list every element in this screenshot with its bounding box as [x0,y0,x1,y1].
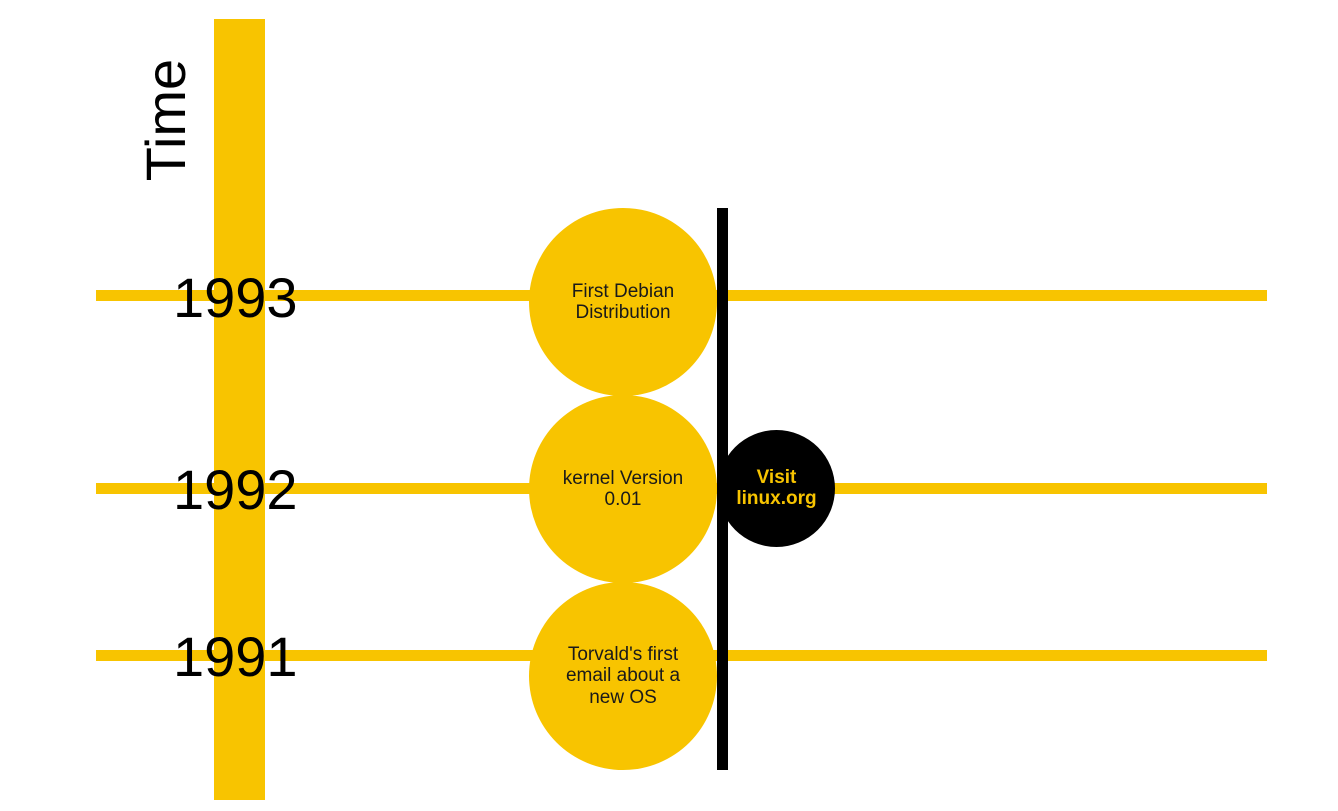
event-text-1991: Torvald's first email about a new OS [565,643,681,708]
event-circle-1991: Torvald's first email about a new OS [529,582,717,770]
event-circle-1992: kernel Version 0.01 [529,395,717,583]
time-axis-label: Time [134,58,197,182]
event-circle-1993: First Debian Distribution [529,208,717,396]
time-axis-bar [214,19,265,800]
visit-linux-org-link[interactable]: Visit linux.org [718,430,835,547]
visit-link-line2: linux.org [736,487,817,509]
visit-link-text: Visit linux.org [736,466,817,510]
year-label-1991: 1991 [173,625,298,688]
year-label-1992: 1992 [173,458,298,521]
year-label-1993: 1993 [173,266,298,329]
event-text-1992: kernel Version 0.01 [562,467,684,510]
event-text-1993: First Debian Distribution [571,280,675,323]
visit-link-line1: Visit [756,466,797,488]
